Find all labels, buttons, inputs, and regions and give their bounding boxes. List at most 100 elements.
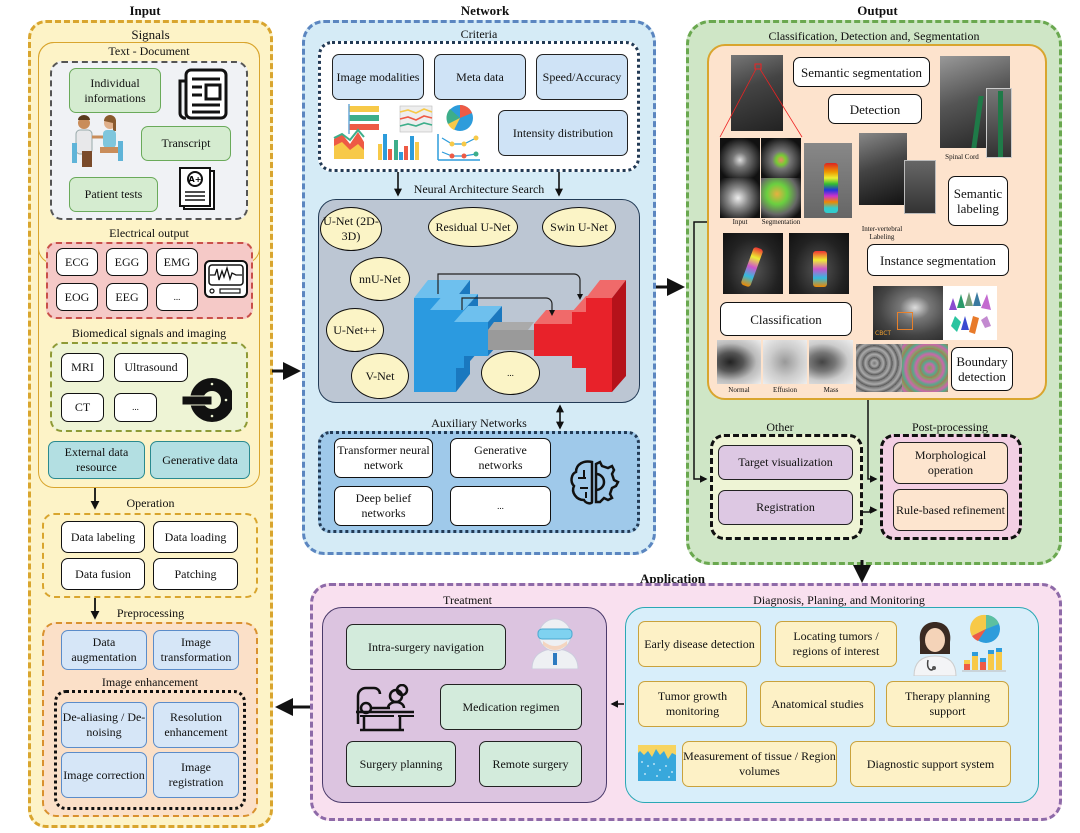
post-processing-title: Post-processing (912, 420, 988, 434)
data-fusion-box[interactable]: Data fusion (61, 558, 145, 590)
doctor-patient-icon (72, 115, 123, 167)
model-nnunet[interactable]: nnU-Net (350, 257, 410, 301)
biomedical-title: Biomedical signals and imaging (71, 326, 227, 340)
instance-segmentation-box[interactable]: Instance segmentation (867, 244, 1009, 276)
xray-normal-image (717, 340, 761, 384)
mri-box[interactable]: MRI (61, 353, 104, 382)
detection-box[interactable]: Detection (828, 94, 922, 124)
em-boundary-image (902, 344, 948, 392)
signals-panel-lower (38, 42, 260, 488)
transformer-network-box[interactable]: Transformer neural network (334, 438, 433, 478)
meta-data-box[interactable]: Meta data (434, 54, 526, 100)
target-visualization-box[interactable]: Target visualization (718, 445, 853, 480)
caption-normal: Normal (728, 386, 750, 394)
doctor-icon (913, 622, 957, 676)
medication-regimen-box[interactable]: Medication regimen (440, 684, 582, 730)
remote-surgery-box[interactable]: Remote surgery (479, 741, 582, 787)
tumor-growth-monitoring-box[interactable]: Tumor growth monitoring (638, 681, 747, 727)
treatment-title: Treatment (443, 593, 492, 607)
model-vnet[interactable]: V-Net (351, 353, 409, 399)
ecg-box[interactable]: ECG (56, 248, 98, 276)
sagittal-mri-image (731, 55, 783, 131)
semantic-segmentation-box[interactable]: Semantic segmentation (793, 57, 930, 87)
xray-effusion-image (763, 340, 807, 384)
model-unetpp[interactable]: U-Net++ (326, 308, 384, 352)
image-enhancement-title: Image enhancement (101, 675, 199, 689)
measurement-tissue-box[interactable]: Measurement of tissue / Region volumes (682, 741, 837, 787)
output-title: Output (857, 3, 898, 18)
external-data-resource-box[interactable]: External data resource (48, 441, 145, 479)
brain-seg-image-2 (761, 178, 801, 218)
morphological-operation-box[interactable]: Morphological operation (893, 442, 1008, 484)
ultrasound-box[interactable]: Ultrasound (114, 353, 188, 382)
intensity-distribution-box[interactable]: Intensity distribution (498, 110, 628, 156)
charts-collage-icon (333, 104, 480, 161)
surgery-planning-box[interactable]: Surgery planning (346, 741, 456, 787)
speed-accuracy-box[interactable]: Speed/Accuracy (536, 54, 628, 100)
semantic-labeling-box[interactable]: Semantic labeling (948, 176, 1008, 226)
svg-text:A+: A+ (189, 175, 202, 184)
patient-tests-box[interactable]: Patient tests (69, 177, 158, 212)
generative-networks-box[interactable]: Generative networks (450, 438, 551, 478)
auxiliary-title: Auxiliary Networks (431, 416, 527, 430)
volume-chart-icon (638, 745, 676, 781)
newspaper-icon (178, 68, 228, 120)
brain-input-image-2 (720, 178, 760, 218)
individual-informations-box[interactable]: Individual informations (69, 68, 161, 113)
model-more[interactable]: ... (481, 351, 540, 395)
ct-box[interactable]: CT (61, 393, 104, 422)
registration-box[interactable]: Registration (718, 490, 853, 525)
cds-title: Classification, Detection and, Segmentat… (768, 29, 980, 43)
image-transformation-box[interactable]: Image transformation (153, 630, 239, 670)
image-enhancement-group (54, 690, 246, 810)
more-electrical-box[interactable]: ... (156, 283, 198, 311)
de-aliasing-box[interactable]: De-aliasing / De-noising (61, 702, 147, 748)
caption-effusion: Effusion (773, 386, 797, 394)
image-registration-box[interactable]: Image registration (153, 752, 239, 798)
classification-box[interactable]: Classification (720, 302, 852, 336)
emg-box[interactable]: EMG (156, 248, 198, 276)
model-residual-unet[interactable]: Residual U-Net (428, 207, 518, 247)
data-augmentation-box[interactable]: Data augmentation (61, 630, 147, 670)
criteria-title: Criteria (460, 27, 498, 41)
locating-tumors-box[interactable]: Locating tumors / regions of interest (775, 621, 897, 667)
cbct-image: CBCT (873, 286, 943, 340)
model-unet-2d3d[interactable]: U-Net (2D-3D) (320, 207, 382, 251)
eog-box[interactable]: EOG (56, 283, 98, 311)
caption-mass: Mass (823, 386, 839, 394)
more-auxiliary-box[interactable]: ... (450, 486, 551, 526)
egg-box[interactable]: EGG (106, 248, 148, 276)
vertebra-instance-image-2 (789, 233, 849, 294)
intra-surgery-navigation-box[interactable]: Intra-surgery navigation (346, 624, 506, 670)
application-title: Application (640, 571, 706, 586)
spinal-cord-image-zoom (986, 88, 1012, 158)
brain-seg-image-1 (761, 138, 801, 178)
rule-based-refinement-box[interactable]: Rule-based refinement (893, 489, 1008, 531)
image-correction-box[interactable]: Image correction (61, 752, 147, 798)
model-swin-unet[interactable]: Swin U-Net (542, 207, 616, 247)
generative-data-box[interactable]: Generative data (150, 441, 250, 479)
therapy-planning-support-box[interactable]: Therapy planning support (886, 681, 1009, 727)
operation-title: Operation (126, 496, 175, 510)
more-imaging-box[interactable]: ... (114, 393, 157, 422)
pie-bar-chart-icon (962, 614, 1006, 672)
data-loading-box[interactable]: Data loading (153, 521, 238, 553)
text-document-title: Text - Document (108, 44, 190, 58)
deep-belief-networks-box[interactable]: Deep belief networks (334, 486, 433, 526)
electrical-output-title: Electrical output (109, 226, 189, 240)
em-raw-image (856, 344, 902, 392)
diagnostic-support-system-box[interactable]: Diagnostic support system (850, 741, 1011, 787)
anatomical-studies-box[interactable]: Anatomical studies (760, 681, 875, 727)
image-modalities-box[interactable]: Image modalities (332, 54, 424, 100)
early-disease-detection-box[interactable]: Early disease detection (638, 621, 761, 667)
boundary-detection-box[interactable]: Boundary detection (951, 347, 1013, 391)
data-labeling-box[interactable]: Data labeling (61, 521, 145, 553)
intervertebral-image-zoom (904, 160, 936, 214)
transcript-box[interactable]: Transcript (141, 126, 231, 161)
patching-box[interactable]: Patching (153, 558, 238, 590)
resolution-enhancement-box[interactable]: Resolution enhancement (153, 702, 239, 748)
eeg-box[interactable]: EEG (106, 283, 148, 311)
zoom-lines (719, 63, 803, 138)
diagnosis-title: Diagnosis, Planing, and Monitoring (753, 593, 925, 607)
monitor-waveform-icon (204, 260, 248, 298)
